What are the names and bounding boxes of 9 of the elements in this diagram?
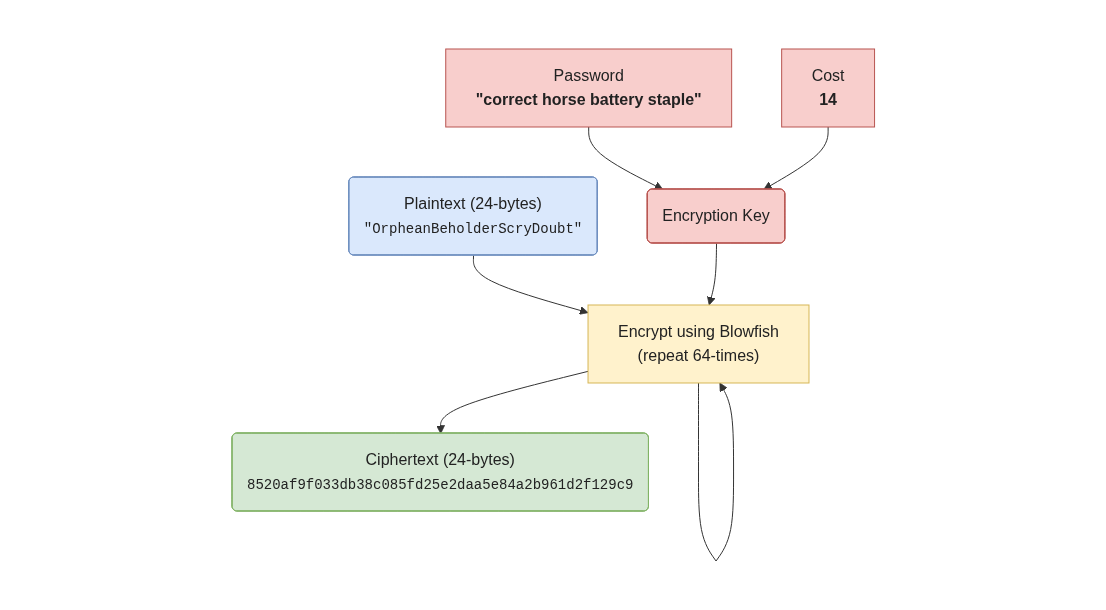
arrow bbox=[706, 242, 717, 306]
arrow bbox=[587, 126, 663, 190]
node-box: Cost 14 bbox=[780, 48, 875, 128]
arrow bbox=[697, 382, 734, 562]
arrow bbox=[435, 370, 589, 434]
arrow bbox=[763, 126, 829, 190]
arrow bbox=[472, 254, 589, 315]
node-box: Encrypt using Blowfish (repeat 64-times) bbox=[587, 304, 810, 384]
node-box: Password "correct horse battery staple" bbox=[444, 48, 732, 128]
